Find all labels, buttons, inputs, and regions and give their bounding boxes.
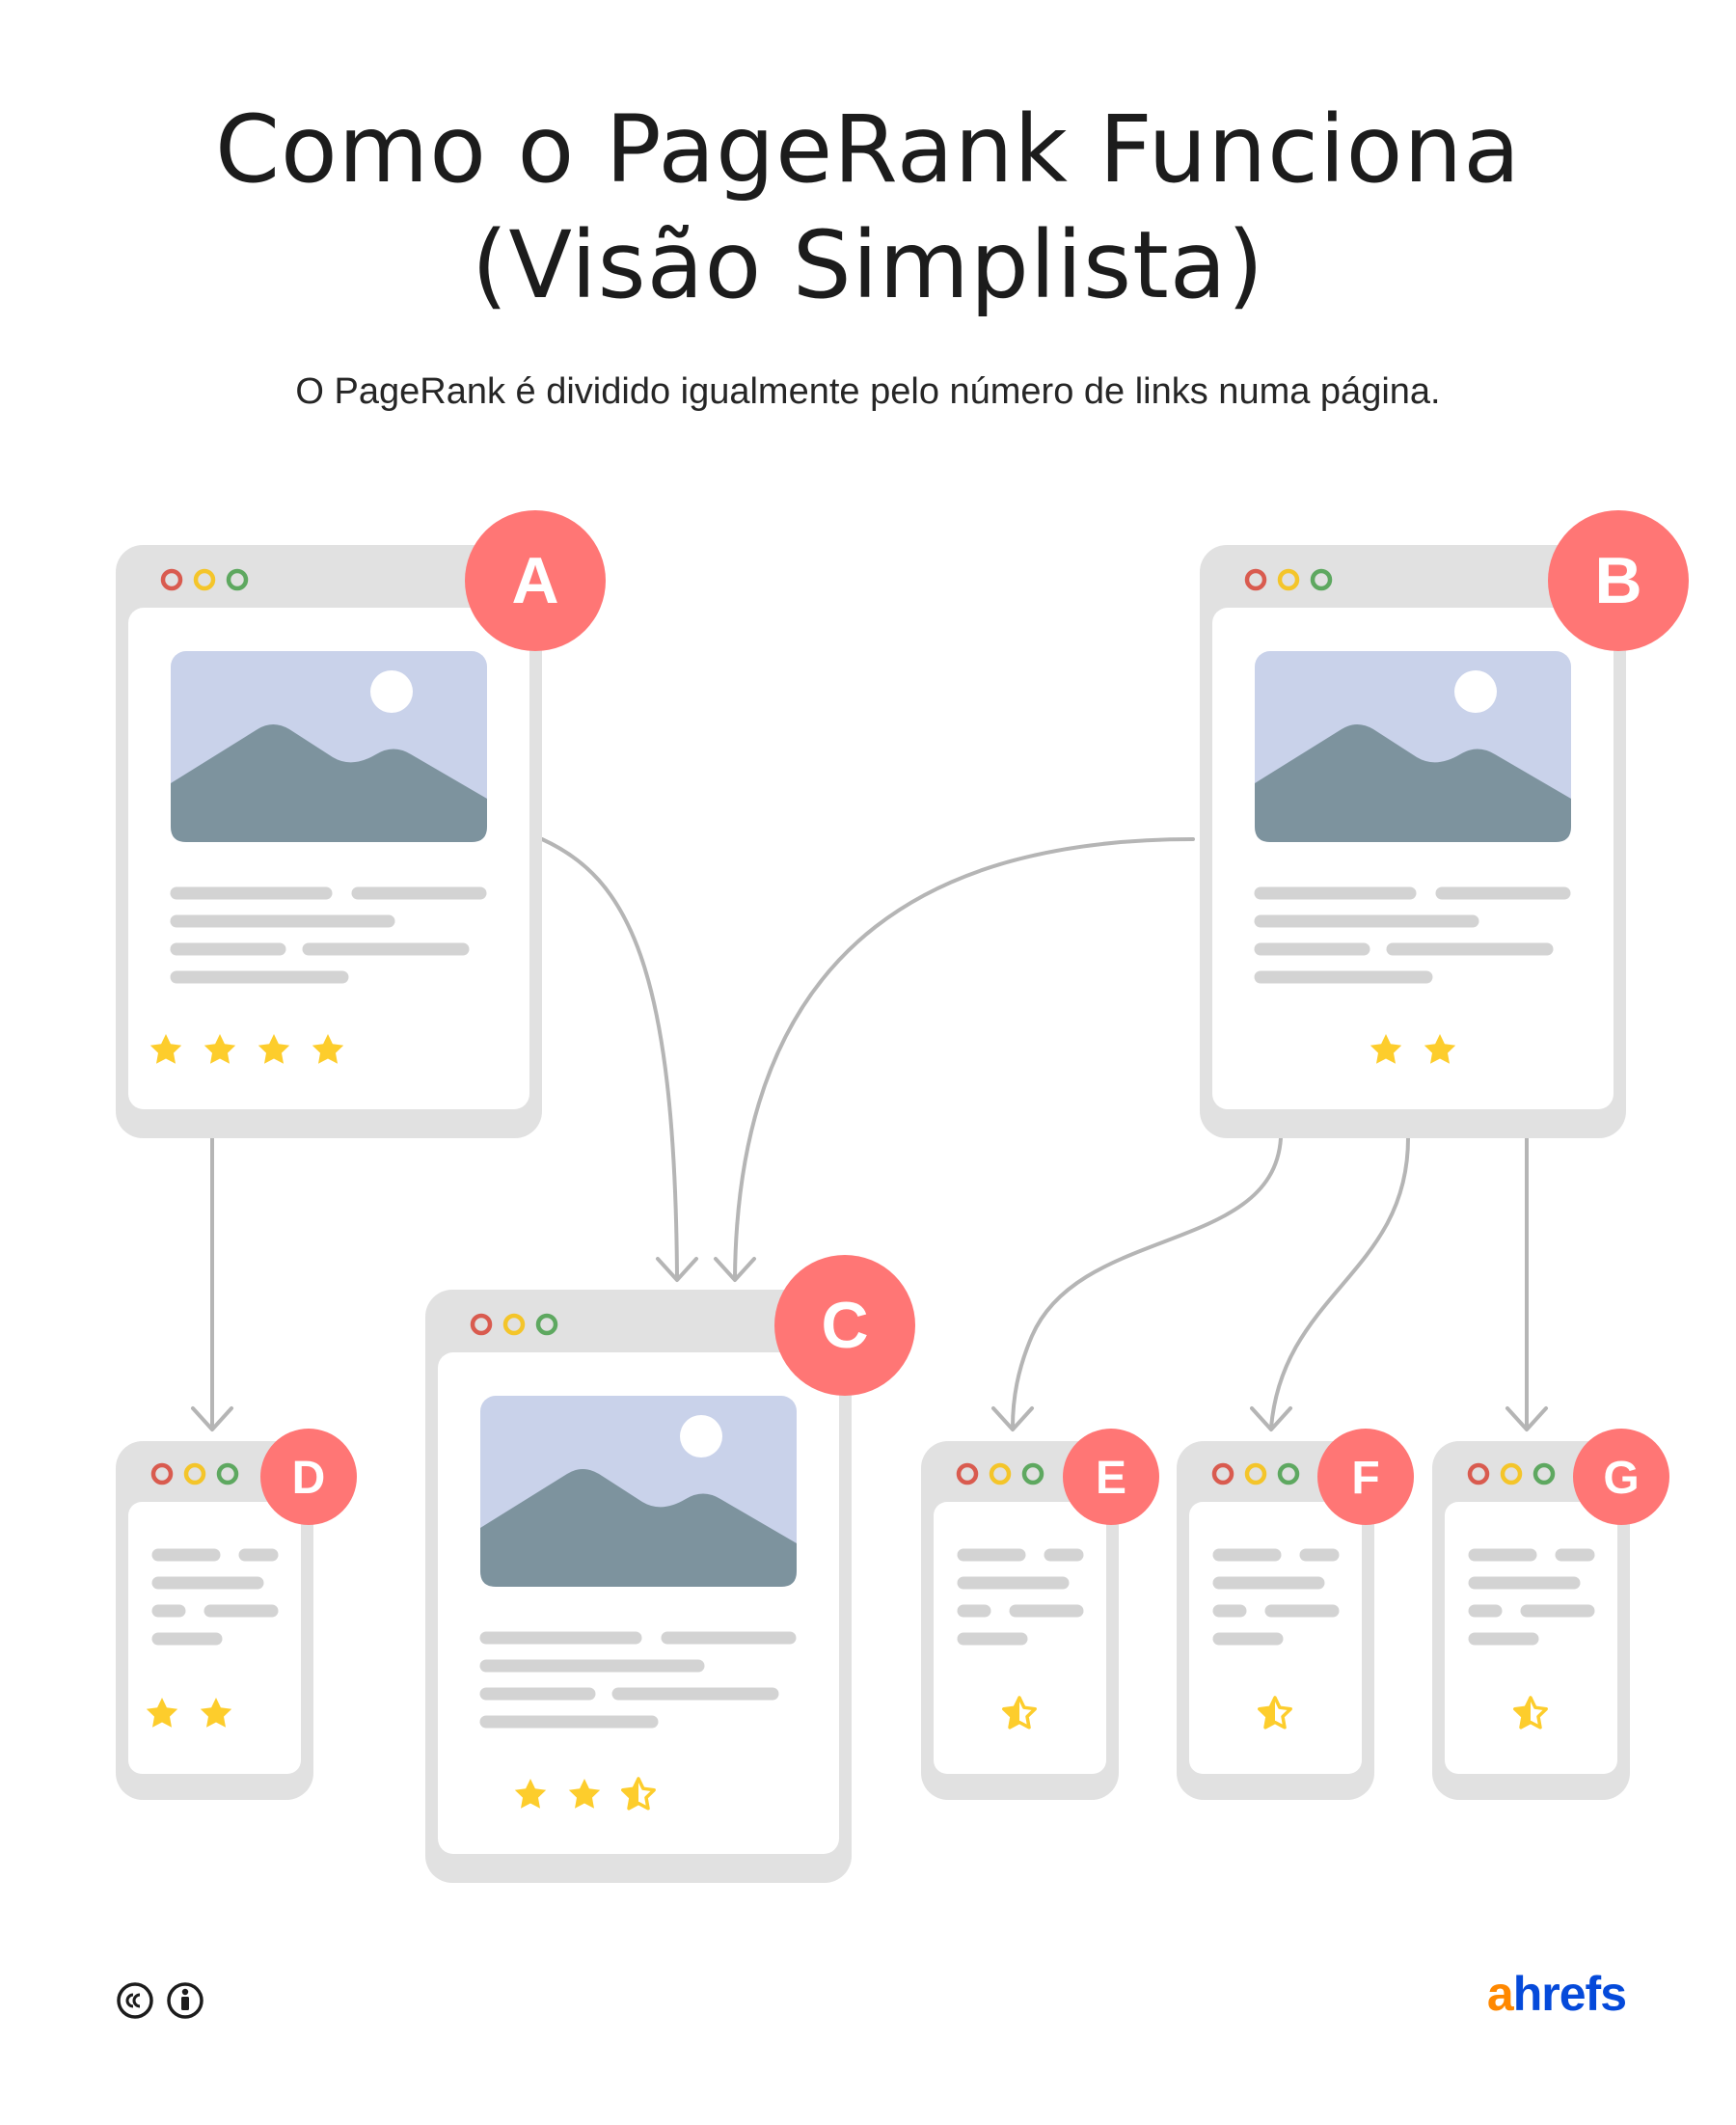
page-d-label: D — [292, 1453, 326, 1504]
page-e: E — [921, 1429, 1159, 1800]
page-g: G — [1432, 1429, 1669, 1800]
title-line-2: (Visão Simplista) — [471, 211, 1265, 319]
license-icons — [116, 1979, 222, 2026]
subtitle: O PageRank é dividido igualmente pelo nú… — [295, 371, 1441, 412]
logo-a: a — [1486, 1967, 1514, 2021]
image-placeholder-icon — [171, 651, 487, 842]
link-b-to-f — [1250, 1136, 1410, 1431]
link-a-to-d — [191, 1136, 233, 1431]
page-f: F — [1177, 1429, 1414, 1800]
page-a: A — [116, 510, 606, 1138]
page-a-label: A — [511, 544, 558, 617]
page-g-label: G — [1603, 1453, 1639, 1504]
page-b: B — [1200, 510, 1689, 1138]
link-a-to-c — [540, 837, 698, 1282]
attribution-icon — [167, 1982, 203, 2019]
page-f-label: F — [1351, 1453, 1379, 1504]
page-e-label: E — [1096, 1453, 1126, 1504]
link-b-to-e — [991, 1136, 1283, 1431]
ahrefs-logo: ahrefs — [1486, 1966, 1627, 2022]
pagerank-diagram: A B — [116, 510, 1689, 1883]
page-d: D — [116, 1429, 357, 1800]
page-c: C — [425, 1255, 915, 1883]
title-line-1: Como o PageRank Funciona — [214, 95, 1522, 204]
image-placeholder-icon — [1255, 651, 1571, 842]
links — [191, 837, 1548, 1431]
page-title: Como o PageRank Funciona (Visão Simplist… — [0, 92, 1736, 323]
creative-commons-icon — [117, 1982, 153, 2019]
link-b-to-c — [714, 837, 1195, 1282]
image-placeholder-icon — [480, 1396, 797, 1587]
page-b-label: B — [1594, 544, 1641, 617]
page-c-label: C — [821, 1289, 868, 1362]
link-b-to-g — [1505, 1136, 1548, 1431]
logo-rest: hrefs — [1512, 1967, 1627, 2021]
